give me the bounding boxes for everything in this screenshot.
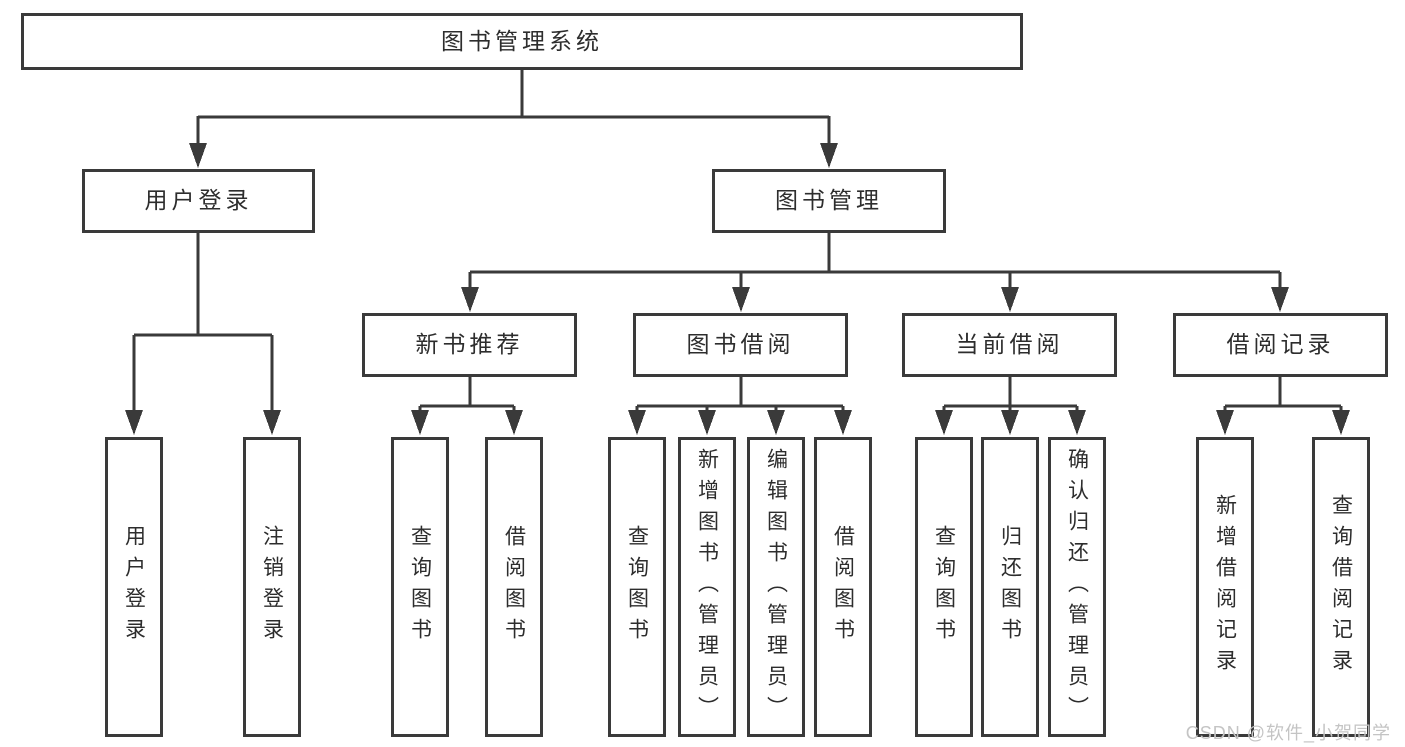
node-user-login: 用户登录 xyxy=(82,169,315,233)
node-current-borrowing: 当前借阅 xyxy=(902,313,1117,377)
connector-borrow-record-branch xyxy=(1223,376,1343,413)
leaf-recommend-borrow-books: 借阅图书 xyxy=(485,437,543,737)
node-book-management: 图书管理 xyxy=(712,169,946,233)
connector-book-mgmt-branch xyxy=(468,232,1282,289)
leaf-add-borrow-record: 新增借阅记录 xyxy=(1196,437,1254,737)
leaf-user-login: 用户登录 xyxy=(105,437,163,737)
node-new-book-recommend: 新书推荐 xyxy=(362,313,577,377)
leaf-recommend-query-books: 查询图书 xyxy=(391,437,449,737)
leaf-logout: 注销登录 xyxy=(243,437,301,737)
leaf-edit-books-admin: 编辑图书（管理员） xyxy=(747,437,805,737)
connector-current-borrow-branch xyxy=(942,376,1079,413)
leaf-confirm-return-admin: 确认归还（管理员） xyxy=(1048,437,1106,737)
connector-new-book-branch xyxy=(418,376,516,413)
connector-book-borrow-branch xyxy=(635,376,845,413)
leaf-borrowing-query-books: 查询图书 xyxy=(608,437,666,737)
leaf-borrow-books: 借阅图书 xyxy=(814,437,872,737)
connector-root-to-level2 xyxy=(196,70,831,147)
node-book-borrowing: 图书借阅 xyxy=(633,313,848,377)
leaf-add-books-admin: 新增图书（管理员） xyxy=(678,437,736,737)
node-root-system: 图书管理系统 xyxy=(21,13,1023,70)
leaf-query-borrow-record: 查询借阅记录 xyxy=(1312,437,1370,737)
csdn-watermark: CSDN @软件_小贺同学 xyxy=(1185,723,1391,743)
leaf-current-query-books: 查询图书 xyxy=(915,437,973,737)
leaf-return-books: 归还图书 xyxy=(981,437,1039,737)
node-borrowing-records: 借阅记录 xyxy=(1173,313,1388,377)
connector-user-login-branch xyxy=(132,232,274,413)
